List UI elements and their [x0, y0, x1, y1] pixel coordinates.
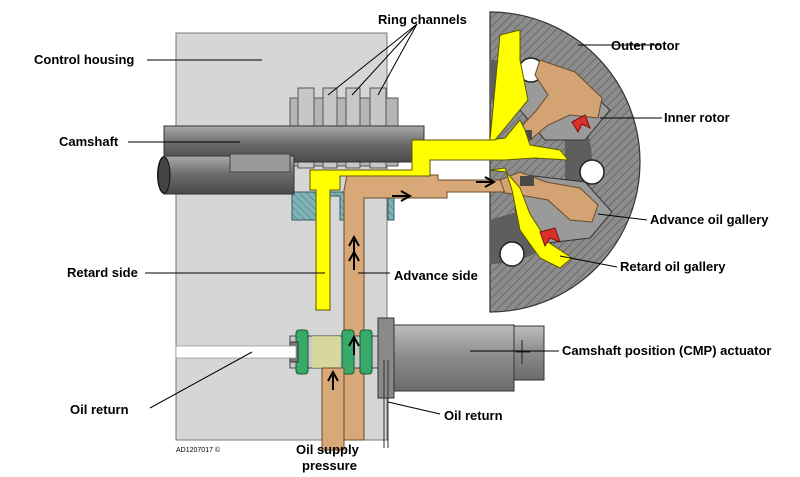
label-oil-return-right: Oil return: [444, 408, 503, 423]
retard-oil-path: [309, 29, 573, 311]
flow-arrow-right-1: [392, 190, 413, 202]
oil-return-left-line: [175, 345, 297, 359]
rotation-arrow-lower: [539, 227, 561, 248]
label-oil-supply-line2: pressure: [302, 458, 357, 473]
rotor-bolt-hole-2: [579, 159, 605, 185]
label-control-housing: Control housing: [34, 52, 134, 67]
spool-valve: [289, 329, 383, 375]
label-inner-rotor: Inner rotor: [664, 110, 730, 125]
label-oil-return-left: Oil return: [70, 402, 129, 417]
advance-oil-path: [343, 59, 603, 441]
camshaft: [157, 125, 425, 195]
flow-arrow-supply: [327, 369, 339, 390]
label-advance-oil-gallery: Advance oil gallery: [650, 212, 769, 227]
rotation-arrow-upper: [571, 114, 591, 134]
label-retard-side: Retard side: [67, 265, 138, 280]
flow-arrow-right-2: [476, 176, 497, 188]
leader-lines: [128, 23, 662, 415]
label-advance-side: Advance side: [394, 268, 478, 283]
flow-arrow-advance-up-3: [348, 234, 360, 255]
cmp-actuator: [377, 317, 545, 399]
rotor-bolt-hole-3: [499, 241, 525, 267]
label-retard-oil-gallery: Retard oil gallery: [620, 259, 726, 274]
figure-code: AD1207017 ©: [176, 446, 221, 454]
label-camshaft: Camshaft: [59, 134, 119, 149]
label-oil-supply-line1: Oil supply: [296, 442, 360, 457]
label-outer-rotor: Outer rotor: [611, 38, 680, 53]
label-ring-channels: Ring channels: [378, 12, 467, 27]
label-cmp-actuator: Camshaft position (CMP) actuator: [562, 343, 771, 358]
oil-supply-channel: [321, 367, 345, 451]
flow-arrow-advance-up-1: [348, 334, 360, 355]
